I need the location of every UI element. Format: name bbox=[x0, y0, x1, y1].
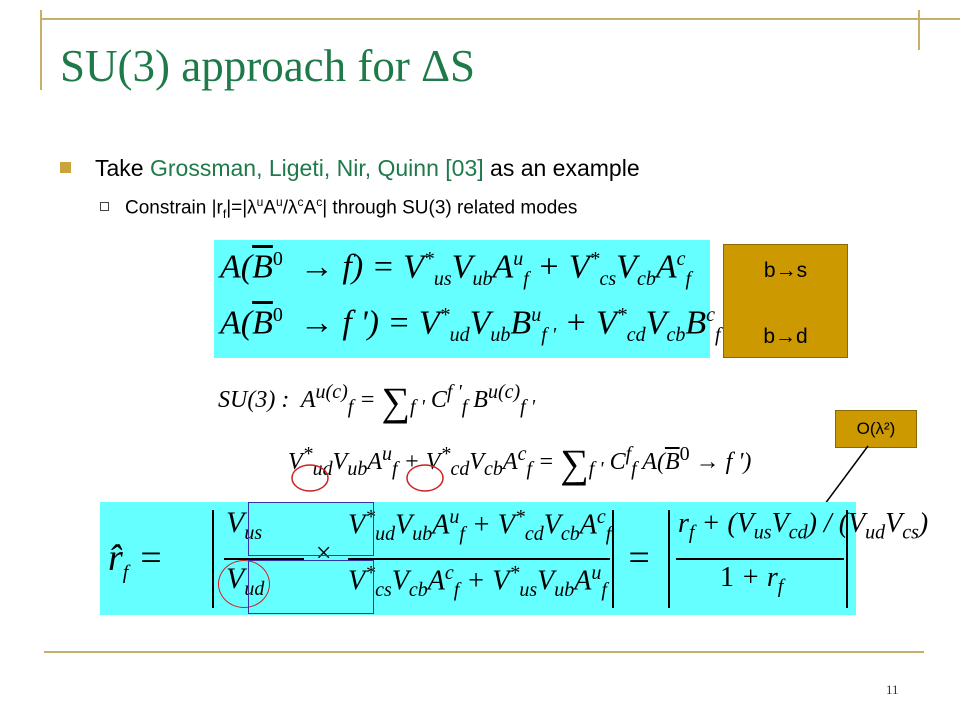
abs-bar-left bbox=[212, 510, 214, 608]
abs-bar-right bbox=[612, 510, 614, 608]
frame-bottom-line bbox=[44, 651, 924, 653]
numerator-highlight-box bbox=[248, 502, 374, 556]
times-sign: × bbox=[314, 538, 333, 569]
ratio-denominator: V*csVcbAcf + V*usVubAuf bbox=[348, 562, 607, 601]
result-numerator: rf + (VusVcd) / (VudVcs) bbox=[678, 508, 929, 544]
bullet-sub-text: Constrain |r bbox=[125, 197, 223, 219]
su3-relation-equation: SU(3) : Au(c)f = ∑f ' Cf 'f Bu(c)f ' bbox=[218, 379, 536, 424]
denominator-highlight-box bbox=[248, 560, 374, 614]
bullet-sub-superscript: c bbox=[316, 195, 323, 209]
bullet-square-icon bbox=[60, 162, 71, 174]
sub-bullet-square-icon bbox=[100, 201, 109, 211]
highlight-circles bbox=[291, 464, 444, 492]
amplitude-equations-box: A(B0 → f) = V*usVubAuf + V*csVcbAcf A(B0… bbox=[214, 240, 730, 358]
equation-b-to-s: A(B0 → f) = V*usVubAuf + V*csVcbAcf bbox=[220, 248, 692, 291]
frame-left-line bbox=[40, 10, 42, 90]
bullet-sub-superscript: c bbox=[297, 195, 304, 209]
bullet-sub: Constrain |rf|=|λuAu/λcAc| through SU(3)… bbox=[100, 195, 577, 221]
order-lambda-label: O(λ²) bbox=[835, 410, 917, 448]
bullet-sub-superscript: u bbox=[276, 195, 283, 209]
b-to-s-label: b→s bbox=[763, 259, 808, 282]
cd-circle-icon bbox=[406, 464, 444, 492]
ud-circle-icon bbox=[291, 464, 329, 492]
bullet-main: Take Grossman, Ligeti, Nir, Quinn [03] a… bbox=[60, 155, 640, 182]
abs-bar-right-2 bbox=[846, 510, 848, 608]
frame-right-line bbox=[918, 10, 920, 50]
sum-relation-equation: V*udVubAuf + V*cdVcbAcf = ∑f ' Cff A(B0 … bbox=[288, 441, 752, 486]
fraction-bar bbox=[224, 558, 304, 560]
fraction-bar bbox=[676, 558, 844, 560]
slide-title: SU(3) approach for ΔS bbox=[60, 41, 476, 91]
bullet-sub-text: |=|λ bbox=[226, 197, 257, 219]
ratio-numerator: V*udVubAuf + V*cdVcbAcf bbox=[348, 506, 612, 545]
rf-hat-lhs: r̂f = bbox=[108, 537, 164, 584]
rf-hat-equation-box: r̂f = Vus Vud × V*udVubAuf + V*cdVcbAcf … bbox=[100, 502, 928, 615]
bullet-main-suffix: as an example bbox=[483, 155, 640, 181]
bullet-sub-text: A bbox=[263, 197, 277, 219]
bullet-main-reference: Grossman, Ligeti, Nir, Quinn [03] bbox=[149, 155, 484, 181]
bullet-sub-subscript: f bbox=[222, 207, 227, 222]
b-to-d-label: b→d bbox=[763, 325, 808, 348]
bullet-sub-text: A bbox=[303, 197, 317, 219]
fraction-bar bbox=[348, 558, 610, 560]
vud-circle-icon bbox=[218, 560, 270, 608]
bullet-sub-text: /λ bbox=[282, 197, 298, 219]
page-number: 11 bbox=[886, 682, 899, 697]
transition-label-box: b→s b→d bbox=[723, 244, 848, 358]
result-denominator: 1 + rf bbox=[720, 562, 784, 598]
bullet-sub-superscript: u bbox=[256, 195, 264, 209]
bullet-main-prefix: Take bbox=[95, 155, 150, 181]
equation-b-to-d: A(B0 → f ') = V*udVubBuf ' + V*cdVcbBcf … bbox=[220, 304, 730, 347]
frame-top-line bbox=[40, 18, 960, 20]
equals-sign: = bbox=[626, 537, 652, 579]
bullet-sub-text: | through SU(3) related modes bbox=[322, 197, 578, 219]
abs-bar-left-2 bbox=[668, 510, 670, 608]
